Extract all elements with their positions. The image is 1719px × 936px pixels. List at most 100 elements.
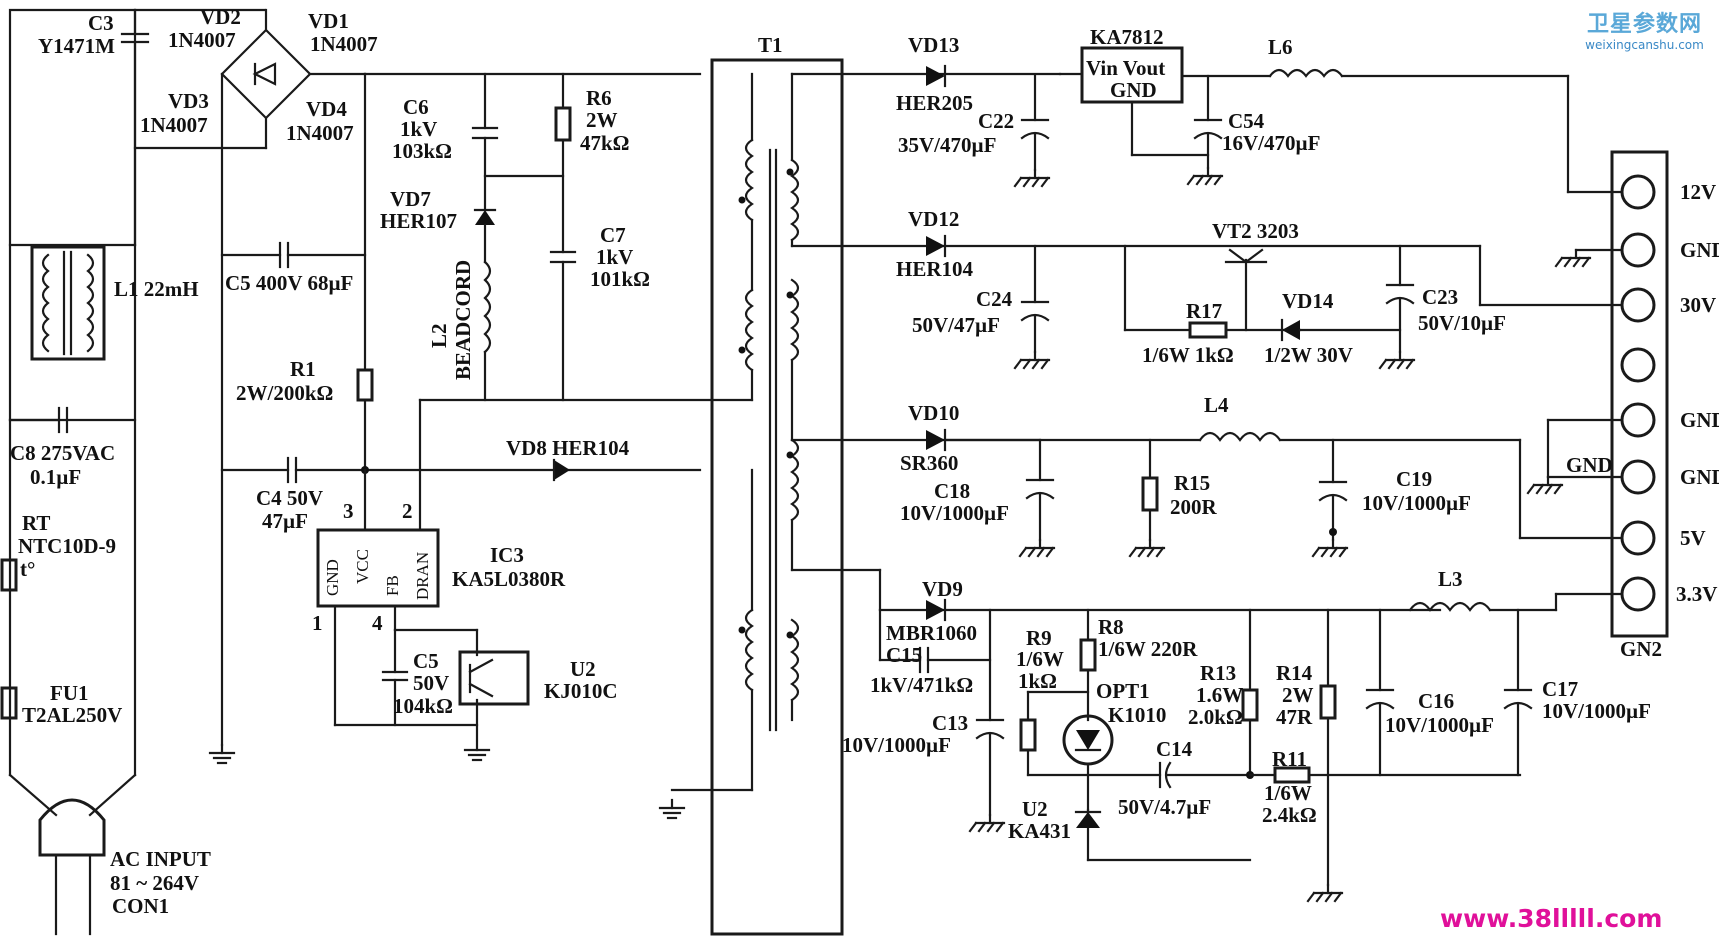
label-ic3-value: KA5L0380R (452, 567, 566, 591)
label-r9-b: 1kΩ (1018, 669, 1057, 693)
label-ac-range: 81 ~ 264V (110, 871, 199, 895)
label-fu1-value: T2AL250V (22, 703, 122, 727)
watermark-top: 卫星参数网 weixingcanshu.com (1572, 6, 1717, 52)
label-ic-vcc: VCC (353, 549, 372, 584)
label-r17-value: 1/6W 1kΩ (1142, 343, 1234, 367)
label-u2-secondary: U2 (1022, 797, 1048, 821)
label-c8: C8 275VAC (10, 441, 115, 465)
label-vd3: VD3 (168, 89, 209, 113)
label-vd10-value: SR360 (900, 451, 958, 475)
label-l4: L4 (1204, 393, 1229, 417)
input-section (0, 8, 754, 936)
label-c13: C13 (932, 711, 968, 735)
label-c18-value: 10V/1000µF (900, 501, 1009, 525)
label-l1: L1 22mH (114, 277, 199, 301)
label-l3: L3 (1438, 567, 1463, 591)
label-r9-a: 1/6W (1016, 647, 1064, 671)
label-c7-b: 101kΩ (590, 267, 650, 291)
label-ac-input: AC INPUT (110, 847, 211, 871)
label-vd7: VD7 (390, 187, 431, 211)
label-c16-value: 10V/1000µF (1385, 713, 1494, 737)
label-pin4: 4 (372, 611, 383, 635)
label-c17-value: 10V/1000µF (1542, 699, 1651, 723)
label-opt1-value: K1010 (1108, 703, 1166, 727)
label-c7: C7 (600, 223, 626, 247)
label-r6-a: 2W (586, 108, 618, 132)
label-vd7-value: HER107 (380, 209, 457, 233)
label-r13-a: 1.6W (1196, 683, 1243, 707)
pin-label-6: GND (1680, 465, 1719, 489)
transformer-t1 (658, 58, 1482, 936)
pin-label-2: GND (1680, 238, 1719, 262)
label-c19-value: 10V/1000µF (1362, 491, 1471, 515)
label-r11: R11 (1272, 747, 1307, 771)
label-c16: C16 (1418, 689, 1454, 713)
label-c5b-b: 104kΩ (393, 694, 453, 718)
label-fu1: FU1 (50, 681, 89, 705)
label-c13-value: 10V/1000µF (842, 733, 951, 757)
label-c3: C3 (88, 11, 114, 35)
label-c54: C54 (1228, 109, 1265, 133)
watermark-bottom-url: www.38lllll.com (1440, 904, 1663, 933)
label-r13: R13 (1200, 661, 1236, 685)
label-pin2: 2 (402, 499, 413, 523)
label-c6-a: 1kV (400, 117, 437, 141)
label-ic-gnd: GND (323, 559, 342, 596)
label-c14-value: 50V/4.7µF (1118, 795, 1211, 819)
label-c4: C4 50V (256, 486, 323, 510)
label-vd14: VD14 (1282, 289, 1334, 313)
label-r8-value: 1/6W 220R (1098, 637, 1198, 661)
label-u2-secondary-value: KA431 (1008, 819, 1071, 843)
label-c19: C19 (1396, 467, 1432, 491)
label-u2-primary-value: KJ010C (544, 679, 618, 703)
label-c22-value: 35V/470µF (898, 133, 996, 157)
label-vd12-value: HER104 (896, 257, 974, 281)
label-rt: RT (22, 511, 50, 535)
label-l2: L2 (427, 323, 451, 348)
label-ic3: IC3 (490, 543, 524, 567)
label-vd1: VD1 (308, 9, 349, 33)
label-r9: R9 (1026, 626, 1052, 650)
label-rt-value: NTC10D-9 (18, 534, 116, 558)
label-vd13-value: HER205 (896, 91, 973, 115)
label-opt1: OPT1 (1096, 679, 1150, 703)
label-c14: C14 (1156, 737, 1193, 761)
label-c7-a: 1kV (596, 245, 633, 269)
label-c8-value: 0.1µF (30, 465, 81, 489)
label-ic-dran: DRAN (413, 552, 432, 600)
label-pin1: 1 (312, 611, 323, 635)
watermark-site-url: weixingcanshu.com (1585, 38, 1704, 52)
label-vd1-value: 1N4007 (310, 32, 378, 56)
label-ka7812-pins: Vin Vout (1086, 56, 1165, 80)
label-gn2: GN2 (1620, 637, 1662, 661)
label-t1: T1 (758, 33, 783, 57)
label-vd2-value: 1N4007 (168, 28, 236, 52)
label-r15: R15 (1174, 471, 1210, 495)
label-pin3: 3 (343, 499, 354, 523)
label-r6-b: 47kΩ (580, 131, 630, 155)
label-r11-a: 1/6W (1264, 781, 1312, 805)
label-vd3-value: 1N4007 (140, 113, 208, 137)
label-u2-primary: U2 (570, 657, 596, 681)
connector-gn2 (1610, 150, 1669, 638)
label-vd8: VD8 HER104 (506, 436, 630, 460)
label-r6: R6 (586, 86, 612, 110)
label-r14-b: 47R (1276, 705, 1313, 729)
label-r1-value: 2W/200kΩ (236, 381, 333, 405)
label-vd9: VD9 (922, 577, 963, 601)
label-c17: C17 (1542, 677, 1578, 701)
label-r14-a: 2W (1282, 683, 1314, 707)
component-labels: C3 Y1471M VD2 1N4007 VD1 1N4007 VD3 1N40… (10, 5, 1719, 918)
label-ka7812: KA7812 (1090, 25, 1164, 49)
label-c23: C23 (1422, 285, 1458, 309)
label-c18: C18 (934, 479, 970, 503)
label-c3-value: Y1471M (38, 34, 115, 58)
label-r11-b: 2.4kΩ (1262, 803, 1317, 827)
label-internal-gnd: GND (1566, 453, 1613, 477)
label-vd14-value: 1/2W 30V (1264, 343, 1353, 367)
label-r14: R14 (1276, 661, 1313, 685)
output-12v (926, 46, 1624, 194)
label-vd4: VD4 (306, 97, 347, 121)
label-r8: R8 (1098, 615, 1124, 639)
pin-label-3: 30V (1680, 293, 1716, 317)
